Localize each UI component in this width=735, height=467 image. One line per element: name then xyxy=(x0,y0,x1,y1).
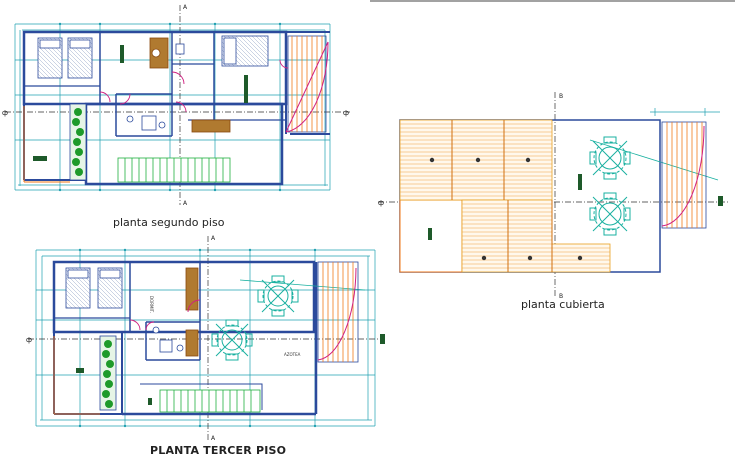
stairs xyxy=(159,389,261,413)
sliding-door-swing xyxy=(661,125,705,227)
svg-text:ф: ф xyxy=(26,336,32,344)
stair-railing xyxy=(140,383,263,410)
room-label-dormitorio: DORMIT. xyxy=(149,296,154,313)
dimension-ticks xyxy=(78,248,317,428)
patio-table xyxy=(589,192,631,236)
caption-planta-segundo-piso: planta segundo piso xyxy=(113,216,225,229)
balcony-deck xyxy=(287,35,327,133)
furniture xyxy=(428,228,432,240)
planter xyxy=(69,103,87,181)
stairs xyxy=(117,157,231,183)
caption-planta-cubierta: planta cubierta xyxy=(521,298,605,311)
svg-text:ф: ф xyxy=(2,109,8,117)
leader-line xyxy=(239,279,366,291)
plan-segundo-piso: A A ф ф xyxy=(2,4,350,207)
doors xyxy=(129,299,201,331)
furniture xyxy=(578,174,582,190)
patio-table xyxy=(211,319,253,361)
patio-table xyxy=(589,136,631,180)
svg-text:ф: ф xyxy=(378,199,384,207)
drain-points xyxy=(429,157,583,261)
patio-table xyxy=(257,275,299,317)
plan-tercer-piso: A A ф DORMIT. AZOTEA xyxy=(26,235,385,442)
axis-mark-top: A xyxy=(183,4,188,11)
axis-mark-bottom: A xyxy=(183,200,188,207)
planter xyxy=(99,335,117,411)
svg-text:A: A xyxy=(211,235,216,242)
room-label-azotea: AZOTEA xyxy=(284,352,301,357)
svg-text:A: A xyxy=(211,435,216,442)
roof-ridges xyxy=(451,120,553,272)
terrace-edge xyxy=(53,336,100,415)
furniture xyxy=(33,45,248,161)
doors xyxy=(99,59,289,113)
svg-text:B: B xyxy=(559,293,563,300)
dimension-ticks xyxy=(58,22,282,192)
terrace-edge xyxy=(23,106,70,183)
svg-text:B: B xyxy=(559,93,563,100)
beds xyxy=(37,35,269,79)
bathroom-fixtures xyxy=(152,267,199,357)
caption-planta-tercer-piso: PLANTA TERCER PISO xyxy=(150,444,287,457)
balcony-deck xyxy=(661,121,707,229)
sliding-door-swing xyxy=(317,267,357,361)
svg-text:ф: ф xyxy=(343,109,349,117)
roof-tile-lines xyxy=(400,123,610,269)
beds xyxy=(65,267,123,309)
plan-cubierta: B B ф xyxy=(378,92,728,300)
furniture xyxy=(76,368,152,405)
sliding-door-swing xyxy=(285,41,329,133)
dimension-lines xyxy=(650,108,720,116)
bathroom-fixtures xyxy=(126,37,231,133)
balcony-deck xyxy=(317,261,359,363)
